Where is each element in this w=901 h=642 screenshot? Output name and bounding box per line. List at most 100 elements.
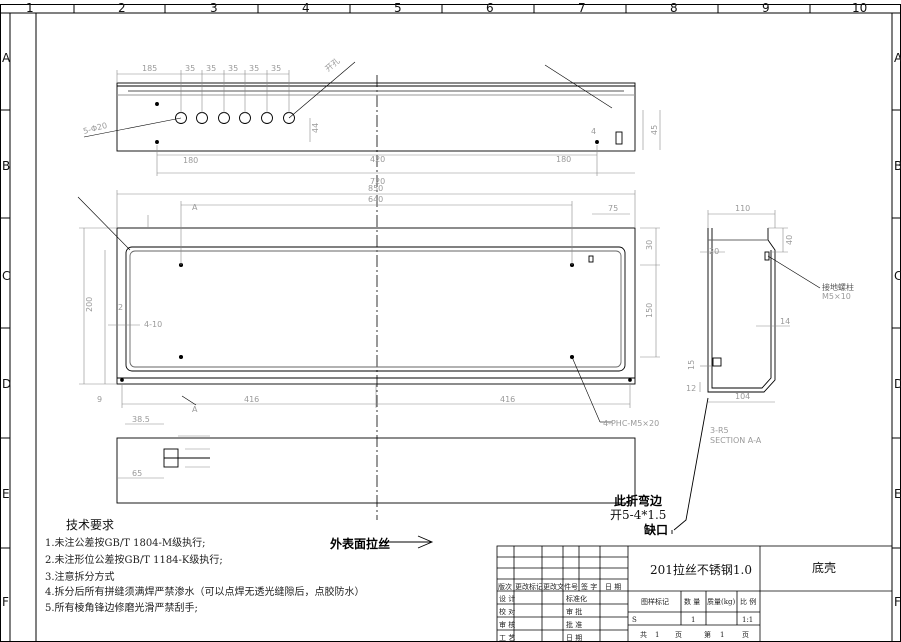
dim-14: 14 xyxy=(780,317,790,326)
dim-15: 15 xyxy=(687,360,696,370)
section-view-dim-text: 110 40 20 14 15 104 12 接地螺柱 M5×10 3-R5 S… xyxy=(686,204,854,445)
dim-185: 185 xyxy=(142,64,157,73)
title-block xyxy=(496,545,893,642)
front-view-dims xyxy=(83,61,661,176)
dim-150: 150 xyxy=(645,303,654,318)
ground-stud-spec: M5×10 xyxy=(822,292,851,301)
dim-9: 9 xyxy=(97,395,102,404)
notch-callout: 缺口 xyxy=(644,522,668,537)
col-label-3: 3 xyxy=(210,1,218,15)
rev-header-2: 更改文件号 xyxy=(543,582,578,591)
dim-75: 75 xyxy=(608,204,618,213)
info-header-2: 质量(kg) xyxy=(707,597,735,606)
section-view xyxy=(707,228,776,393)
note-3: 3.注意拆分方式 xyxy=(45,570,115,583)
role-approve: 审 批 xyxy=(566,607,582,616)
hole-note: 5-Φ20 xyxy=(82,121,108,136)
dim-35-e: 35 xyxy=(271,64,281,73)
bottom-view-dim-text: 38.5 65 xyxy=(132,415,150,478)
front-hole-4 xyxy=(239,112,251,124)
dim-420: 420 xyxy=(370,155,385,164)
role-authorize: 批 准 xyxy=(566,620,582,629)
dim-110: 110 xyxy=(735,204,750,213)
dim-180-left: 180 xyxy=(183,156,198,165)
part-name: 底壳 xyxy=(812,560,836,575)
corner-note: 3-R5 xyxy=(710,426,729,435)
row-label-d: D xyxy=(2,377,11,391)
scale-value: 1:1 xyxy=(742,616,753,624)
dim-2: 2 xyxy=(118,303,123,312)
dim-4: 4 xyxy=(591,127,596,136)
row-label-d-right: D xyxy=(894,377,901,391)
slot-callout: 开5-4*1.5 xyxy=(610,508,666,522)
info-header-3: 比 例 xyxy=(740,597,756,606)
note-5: 5.所有棱角锋边修磨光滑严禁刮手; xyxy=(45,601,198,614)
col-label-2: 2 xyxy=(118,1,126,15)
info-header-1: 数 量 xyxy=(684,597,700,606)
section-view-dims xyxy=(699,210,821,403)
dim-35-a: 35 xyxy=(185,64,195,73)
front-note-right: 开孔 xyxy=(324,56,342,73)
dim-12: 12 xyxy=(686,384,696,393)
row-label-c-right: C xyxy=(894,269,901,283)
front-view-dim-text: 185 35 35 35 35 35 180 420 180 720 5-Φ20… xyxy=(82,56,659,186)
title-block-text: 201拉丝不锈钢1.0 底壳 版次 更改标记 更改文件号 签 字 日 期 设 计… xyxy=(498,560,836,642)
dim-35-c: 35 xyxy=(228,64,238,73)
role-design: 设 计 xyxy=(499,594,515,603)
dim-35-b: 35 xyxy=(206,64,216,73)
col-label-4: 4 xyxy=(302,1,310,15)
role-check: 校 对 xyxy=(499,607,515,616)
col-label-7: 7 xyxy=(578,1,586,15)
technical-notes: 技术要求 1.未注公差按GB/T 1804-M级执行; 2.未注形位公差按GB/… xyxy=(45,518,365,614)
dim-104: 104 xyxy=(735,392,750,401)
notes-title: 技术要求 xyxy=(66,518,114,532)
col-label-5: 5 xyxy=(394,1,402,15)
row-label-f-right: F xyxy=(894,595,901,609)
dim-416-right: 416 xyxy=(500,395,515,404)
rev-header-4: 日 期 xyxy=(605,583,621,591)
col-label-10: 10 xyxy=(852,1,867,15)
row-label-a: A xyxy=(2,51,11,65)
dim-4-10: 4-10 xyxy=(144,320,162,329)
front-hole-2 xyxy=(196,112,208,124)
row-ticks xyxy=(0,109,901,549)
role-standard: 标准化 xyxy=(566,594,587,603)
fold-callout: 此折弯边 xyxy=(614,493,663,508)
sheet-total-label: 共 xyxy=(640,630,647,639)
note-1: 1.未注公差按GB/T 1804-M级执行; xyxy=(45,536,206,549)
sheet-no: 1 xyxy=(720,631,724,639)
mark-s: S xyxy=(632,616,637,624)
callout-leaders xyxy=(382,397,709,549)
brushed-surface-callout: 外表面拉丝 xyxy=(330,536,390,551)
bottom-view-dims xyxy=(117,423,210,479)
column-ticks xyxy=(73,4,811,13)
dim-720: 720 xyxy=(370,177,385,186)
sheet-total-unit: 页 xyxy=(675,631,682,639)
role-process: 工 艺 xyxy=(499,634,515,642)
column-labels: 1 2 3 4 5 6 7 8 9 10 xyxy=(26,1,867,15)
dim-65: 65 xyxy=(132,469,142,478)
section-mark-bottom: A xyxy=(192,405,198,414)
col-label-8: 8 xyxy=(670,1,678,15)
note-2: 2.未注形位公差按GB/T 1184-K级执行; xyxy=(45,553,223,566)
row-label-c: C xyxy=(2,269,10,283)
sheet-no-label: 第 xyxy=(704,630,711,639)
role-review: 审 核 xyxy=(499,620,515,629)
sheet-total: 1 xyxy=(655,631,659,639)
ground-stud-label: 接地螺柱 xyxy=(822,282,854,292)
dim-35-d: 35 xyxy=(249,64,259,73)
dim-38-5: 38.5 xyxy=(132,415,150,424)
top-view xyxy=(116,227,636,385)
dim-850: 850 xyxy=(368,184,383,193)
bottom-view xyxy=(116,437,636,504)
qty-value: 1 xyxy=(691,616,695,624)
col-label-9: 9 xyxy=(762,1,770,15)
dim-44: 44 xyxy=(311,123,320,133)
dim-20: 20 xyxy=(709,247,719,256)
rev-header-3: 签 字 xyxy=(581,582,597,591)
dim-416-left: 416 xyxy=(244,395,259,404)
fastener-note: 4-PHC-M5×20 xyxy=(603,419,659,428)
front-hole-5 xyxy=(261,112,273,124)
row-label-e-right: E xyxy=(894,487,901,501)
rev-header-1: 更改标记 xyxy=(515,582,543,591)
